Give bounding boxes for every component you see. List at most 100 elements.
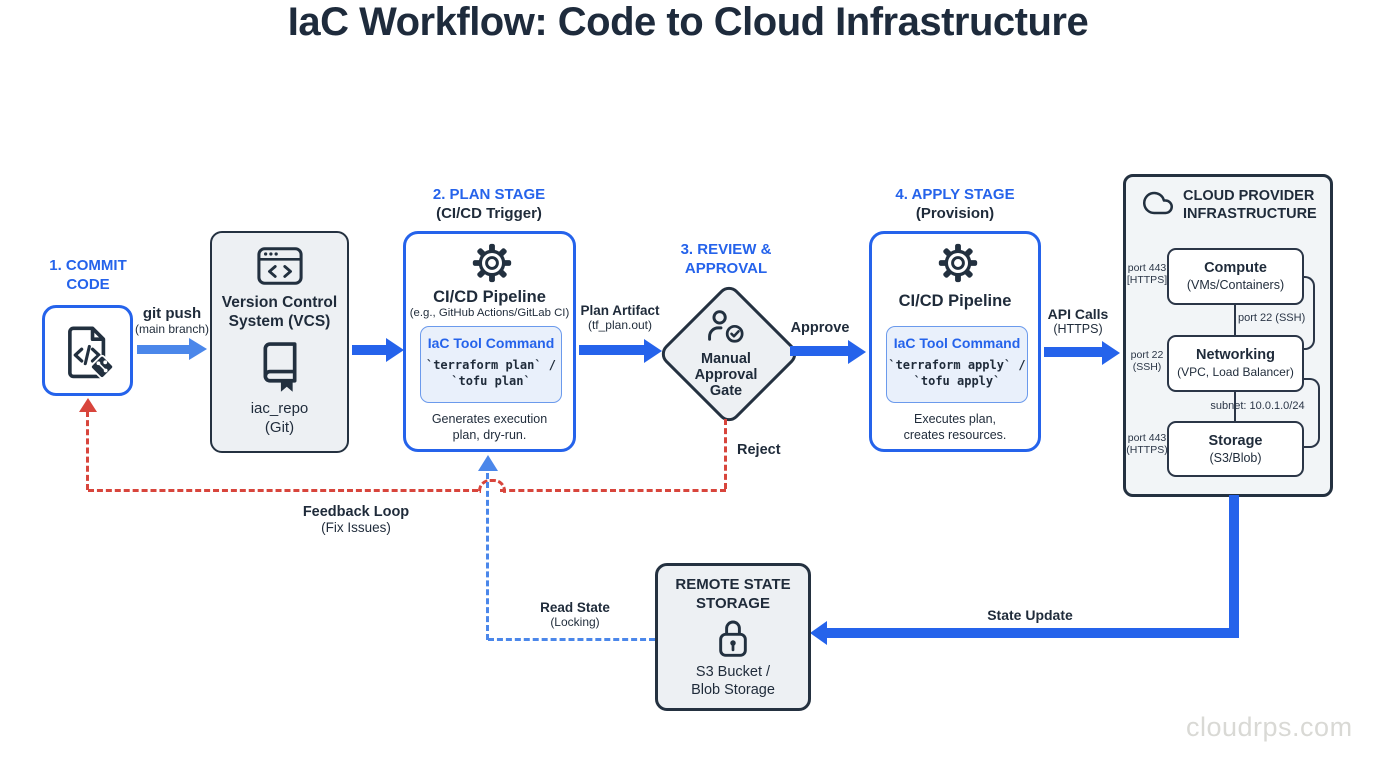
vcs-repo-line1: iac_repo bbox=[250, 400, 309, 417]
plan-artifact-sub: (tf_plan.out) bbox=[587, 318, 653, 332]
arrowhead-feedback-to-commit bbox=[79, 398, 97, 412]
repo-book-icon bbox=[258, 340, 302, 394]
person-check-icon bbox=[705, 309, 747, 344]
apply-note-line1: Executes plan, bbox=[914, 412, 996, 426]
state-update-line-horizontal bbox=[826, 628, 1239, 638]
vcs-title-line1: Version Control bbox=[221, 294, 338, 311]
vcs-node: Version Control System (VCS) iac_repo (G… bbox=[210, 231, 349, 453]
feedback-loop-label: Feedback Loop (Fix Issues) bbox=[256, 504, 456, 535]
reject-line-vertical bbox=[724, 419, 727, 489]
apply-note: Executes plan, creates resources. bbox=[872, 411, 1038, 443]
stage-commit-line2: CODE bbox=[66, 276, 110, 293]
lock-icon bbox=[716, 617, 750, 659]
plan-artifact-label: Plan Artifact (tf_plan.out) bbox=[565, 303, 675, 332]
arrowhead-state-update bbox=[810, 621, 827, 645]
read-state-line-vertical bbox=[486, 473, 489, 640]
apply-cmd-line2: `tofu apply` bbox=[913, 374, 1001, 388]
vcs-repo-line2: (Git) bbox=[264, 419, 295, 436]
arrow-plan-to-review bbox=[579, 345, 644, 355]
api-calls-label: API Calls (HTTPS) bbox=[1033, 306, 1123, 336]
browser-code-icon bbox=[256, 246, 303, 286]
remote-state-detail-line1: S3 Bucket / bbox=[695, 664, 771, 680]
apply-cmd-lines: `terraform apply` / `tofu apply` bbox=[887, 357, 1027, 389]
plan-pipeline-subtitle: (e.g., GitHub Actions/GitLab CI) bbox=[409, 307, 570, 319]
reject-label: Reject bbox=[737, 442, 781, 458]
gear-icon bbox=[472, 243, 512, 283]
feedback-line-left bbox=[88, 489, 478, 492]
cloud-service-networking: Networking (VPC, Load Balancer) bbox=[1167, 335, 1304, 392]
git-push-sub: (main branch) bbox=[134, 322, 210, 336]
vcs-repo-label: iac_repo (Git) bbox=[251, 399, 309, 437]
port-label-storage: port 443 (HTTPS) bbox=[1126, 432, 1168, 456]
remote-state-node: REMOTE STATE STORAGE S3 Bucket / Blob St… bbox=[655, 563, 811, 711]
stage-label-apply: 4. APPLY STAGE (Provision) bbox=[865, 185, 1045, 223]
compute-detail: (VMs/Containers) bbox=[1186, 278, 1285, 292]
port-compute-line2: [HTTPS] bbox=[1126, 274, 1168, 286]
remote-state-title-line2: STORAGE bbox=[696, 595, 770, 612]
stage-label-review: 3. REVIEW & APPROVAL bbox=[646, 240, 806, 278]
link-label-subnet: subnet: 10.0.1.0/24 bbox=[1210, 400, 1305, 412]
plan-cmd-title: IaC Tool Command bbox=[427, 335, 555, 351]
stage-review-line2: APPROVAL bbox=[684, 260, 768, 277]
port-label-compute: port 443 [HTTPS] bbox=[1126, 262, 1168, 286]
arrow-commit-to-vcs bbox=[137, 345, 189, 354]
plan-command-box: IaC Tool Command `terraform plan` / `tof… bbox=[420, 326, 562, 403]
feedback-sub: (Fix Issues) bbox=[321, 520, 391, 535]
stage-plan-line1: 2. PLAN STAGE bbox=[432, 186, 546, 203]
bracket-networking-storage bbox=[1303, 378, 1320, 448]
approval-gate-content: Manual Approval Gate bbox=[666, 309, 786, 399]
git-push-label: git push (main branch) bbox=[133, 305, 211, 336]
stage-apply-line2: (Provision) bbox=[915, 205, 995, 222]
arrowhead-plan-to-review bbox=[644, 339, 662, 363]
stage-label-commit: 1. COMMIT CODE bbox=[26, 256, 150, 294]
approval-gate-label: Manual Approval Gate bbox=[666, 351, 786, 399]
feedback-text: Feedback Loop bbox=[302, 504, 410, 520]
storage-detail: (S3/Blob) bbox=[1209, 450, 1262, 465]
plan-cmd-line1: `terraform plan` / bbox=[425, 358, 557, 372]
link-label-port22: port 22 (SSH) bbox=[1238, 312, 1306, 324]
remote-state-detail: S3 Bucket / Blob Storage bbox=[691, 663, 775, 699]
state-update-label: State Update bbox=[987, 607, 1073, 623]
cloud-title: CLOUD PROVIDER INFRASTRUCTURE bbox=[1183, 187, 1328, 223]
plan-note: Generates execution plan, dry-run. bbox=[406, 411, 573, 443]
arrow-review-to-apply bbox=[790, 346, 848, 356]
read-state-text: Read State bbox=[540, 600, 610, 615]
read-state-line-horizontal bbox=[488, 638, 655, 641]
apply-pipeline-title: CI/CD Pipeline bbox=[898, 292, 1012, 310]
compute-name: Compute bbox=[1204, 260, 1267, 276]
arrowhead-commit-to-vcs bbox=[189, 338, 207, 360]
plan-artifact-text: Plan Artifact bbox=[580, 303, 660, 318]
stage-label-plan: 2. PLAN STAGE (CI/CD Trigger) bbox=[399, 185, 579, 223]
api-calls-sub: (HTTPS) bbox=[1053, 322, 1103, 336]
feedback-line-hop bbox=[478, 479, 506, 493]
storage-name: Storage bbox=[1208, 432, 1263, 449]
networking-detail: (VPC, Load Balancer) bbox=[1177, 365, 1294, 379]
plan-pipeline-title: CI/CD Pipeline bbox=[433, 288, 546, 306]
approval-line2: Approval bbox=[694, 367, 758, 383]
port-compute-line1: port 443 bbox=[1127, 262, 1167, 274]
stage-review-line1: 3. REVIEW & bbox=[680, 241, 772, 258]
read-state-sub: (Locking) bbox=[550, 615, 600, 629]
vcs-title-line2: System (VCS) bbox=[228, 313, 331, 330]
plan-cmd-lines: `terraform plan` / `tofu plan` bbox=[421, 357, 561, 389]
apply-command-box: IaC Tool Command `terraform apply` / `to… bbox=[886, 326, 1028, 403]
apply-stage-node: CI/CD Pipeline IaC Tool Command `terrafo… bbox=[869, 231, 1041, 452]
stage-commit-line1: 1. COMMIT bbox=[49, 257, 127, 274]
approval-line1: Manual bbox=[701, 351, 751, 367]
vcs-title: Version Control System (VCS) bbox=[222, 293, 337, 331]
arrow-apply-to-cloud bbox=[1044, 347, 1102, 357]
watermark: cloudrps.com bbox=[1186, 712, 1353, 742]
cloud-service-compute: Compute (VMs/Containers) bbox=[1167, 248, 1304, 305]
gear-icon bbox=[938, 243, 978, 283]
port-networking-line2: (SSH) bbox=[1132, 361, 1162, 373]
port-storage-line1: port 443 bbox=[1127, 432, 1167, 444]
plan-cmd-line2: `tofu plan` bbox=[451, 374, 531, 388]
feedback-line-right bbox=[500, 489, 726, 492]
plan-note-line1: Generates execution bbox=[431, 412, 548, 426]
approval-line3: Gate bbox=[709, 383, 743, 399]
port-storage-line2: (HTTPS) bbox=[1126, 444, 1168, 456]
page-title: IaC Workflow: Code to Cloud Infrastructu… bbox=[287, 0, 1089, 44]
remote-state-title-line1: REMOTE STATE bbox=[675, 576, 791, 593]
connector-networking-storage bbox=[1234, 392, 1236, 421]
approve-label: Approve bbox=[790, 320, 850, 336]
